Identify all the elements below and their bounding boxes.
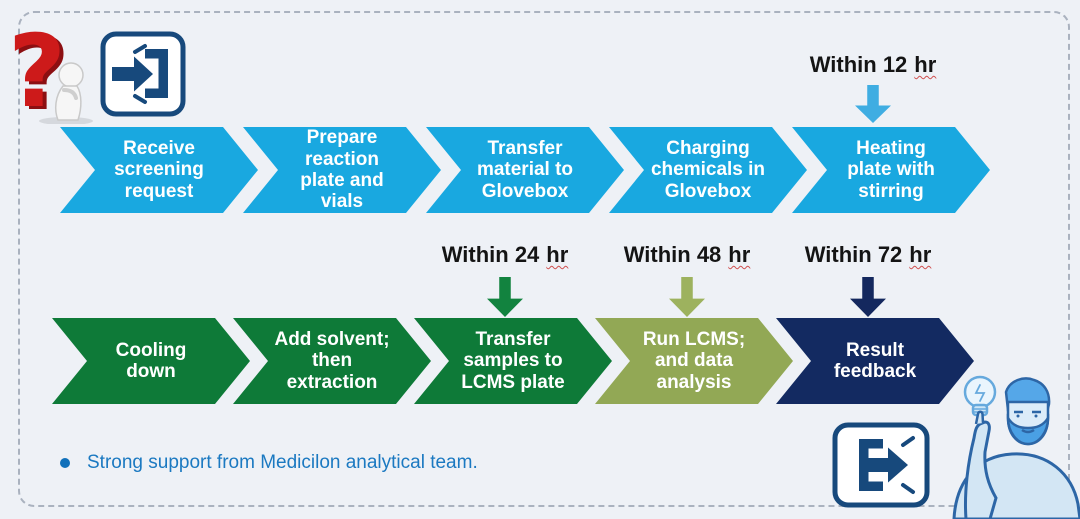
timer-text: Within 72	[804, 242, 903, 267]
flow-step-label: Heating plate with stirring	[847, 138, 935, 202]
flow-step: Run LCMS; and data analysis	[595, 318, 793, 404]
enter-icon	[99, 30, 187, 118]
flow-step: Add solvent; then extraction	[233, 318, 431, 404]
timer-text: Within 48	[623, 242, 722, 267]
flow-step-label: Run LCMS; and data analysis	[642, 329, 746, 393]
flow-step-label: Charging chemicals in Glovebox	[650, 138, 766, 202]
timer-unit: hr	[914, 52, 937, 77]
timer-unit: hr	[546, 242, 569, 267]
timer-unit: hr	[909, 242, 932, 267]
down-arrow-icon	[855, 85, 891, 123]
flow-step-label: Receive screening request	[114, 138, 204, 202]
question-figure-illustration: ? ?	[8, 22, 100, 124]
flow-step: Transfer material to Glovebox	[426, 127, 624, 213]
flow-step-label: Add solvent; then extraction	[274, 329, 390, 393]
flow-step: Charging chemicals in Glovebox	[609, 127, 807, 213]
timer-text: Within 12	[809, 52, 908, 77]
lightbulb-icon	[963, 375, 997, 417]
flow-step-label: Result feedback	[833, 339, 917, 382]
flow-step-label: Transfer samples to LCMS plate	[461, 329, 565, 393]
footnote: Strong support from Medicilon analytical…	[60, 452, 478, 474]
down-arrow-icon	[487, 277, 523, 317]
flow-step: Prepare reaction plate and vials	[243, 127, 441, 213]
flow-row-bottom: Cooling down Add solvent; then extractio…	[52, 318, 974, 404]
flow-step: Heating plate with stirring	[792, 127, 990, 213]
question-mark-icon: ? ?	[8, 22, 93, 124]
person-idea-illustration	[930, 352, 1080, 519]
dashed-border-frame	[18, 11, 1070, 507]
exit-icon	[831, 421, 931, 509]
flow-step-label: Prepare reaction plate and vials	[300, 127, 384, 213]
down-arrow-icon	[669, 277, 705, 317]
timer-unit: hr	[728, 242, 751, 267]
flow-step: Receive screening request	[60, 127, 258, 213]
flow-step-label: Transfer material to Glovebox	[476, 138, 574, 202]
timer-text: Within 24	[441, 242, 540, 267]
flow-step: Cooling down	[52, 318, 250, 404]
flow-row-top: Receive screening request Prepare reacti…	[60, 127, 990, 213]
down-arrow-icon	[850, 277, 886, 317]
bullet-icon	[60, 458, 70, 468]
footnote-text: Strong support from Medicilon analytical…	[87, 452, 478, 473]
flow-step-label: Cooling down	[115, 339, 187, 382]
flow-step: Transfer samples to LCMS plate	[414, 318, 612, 404]
